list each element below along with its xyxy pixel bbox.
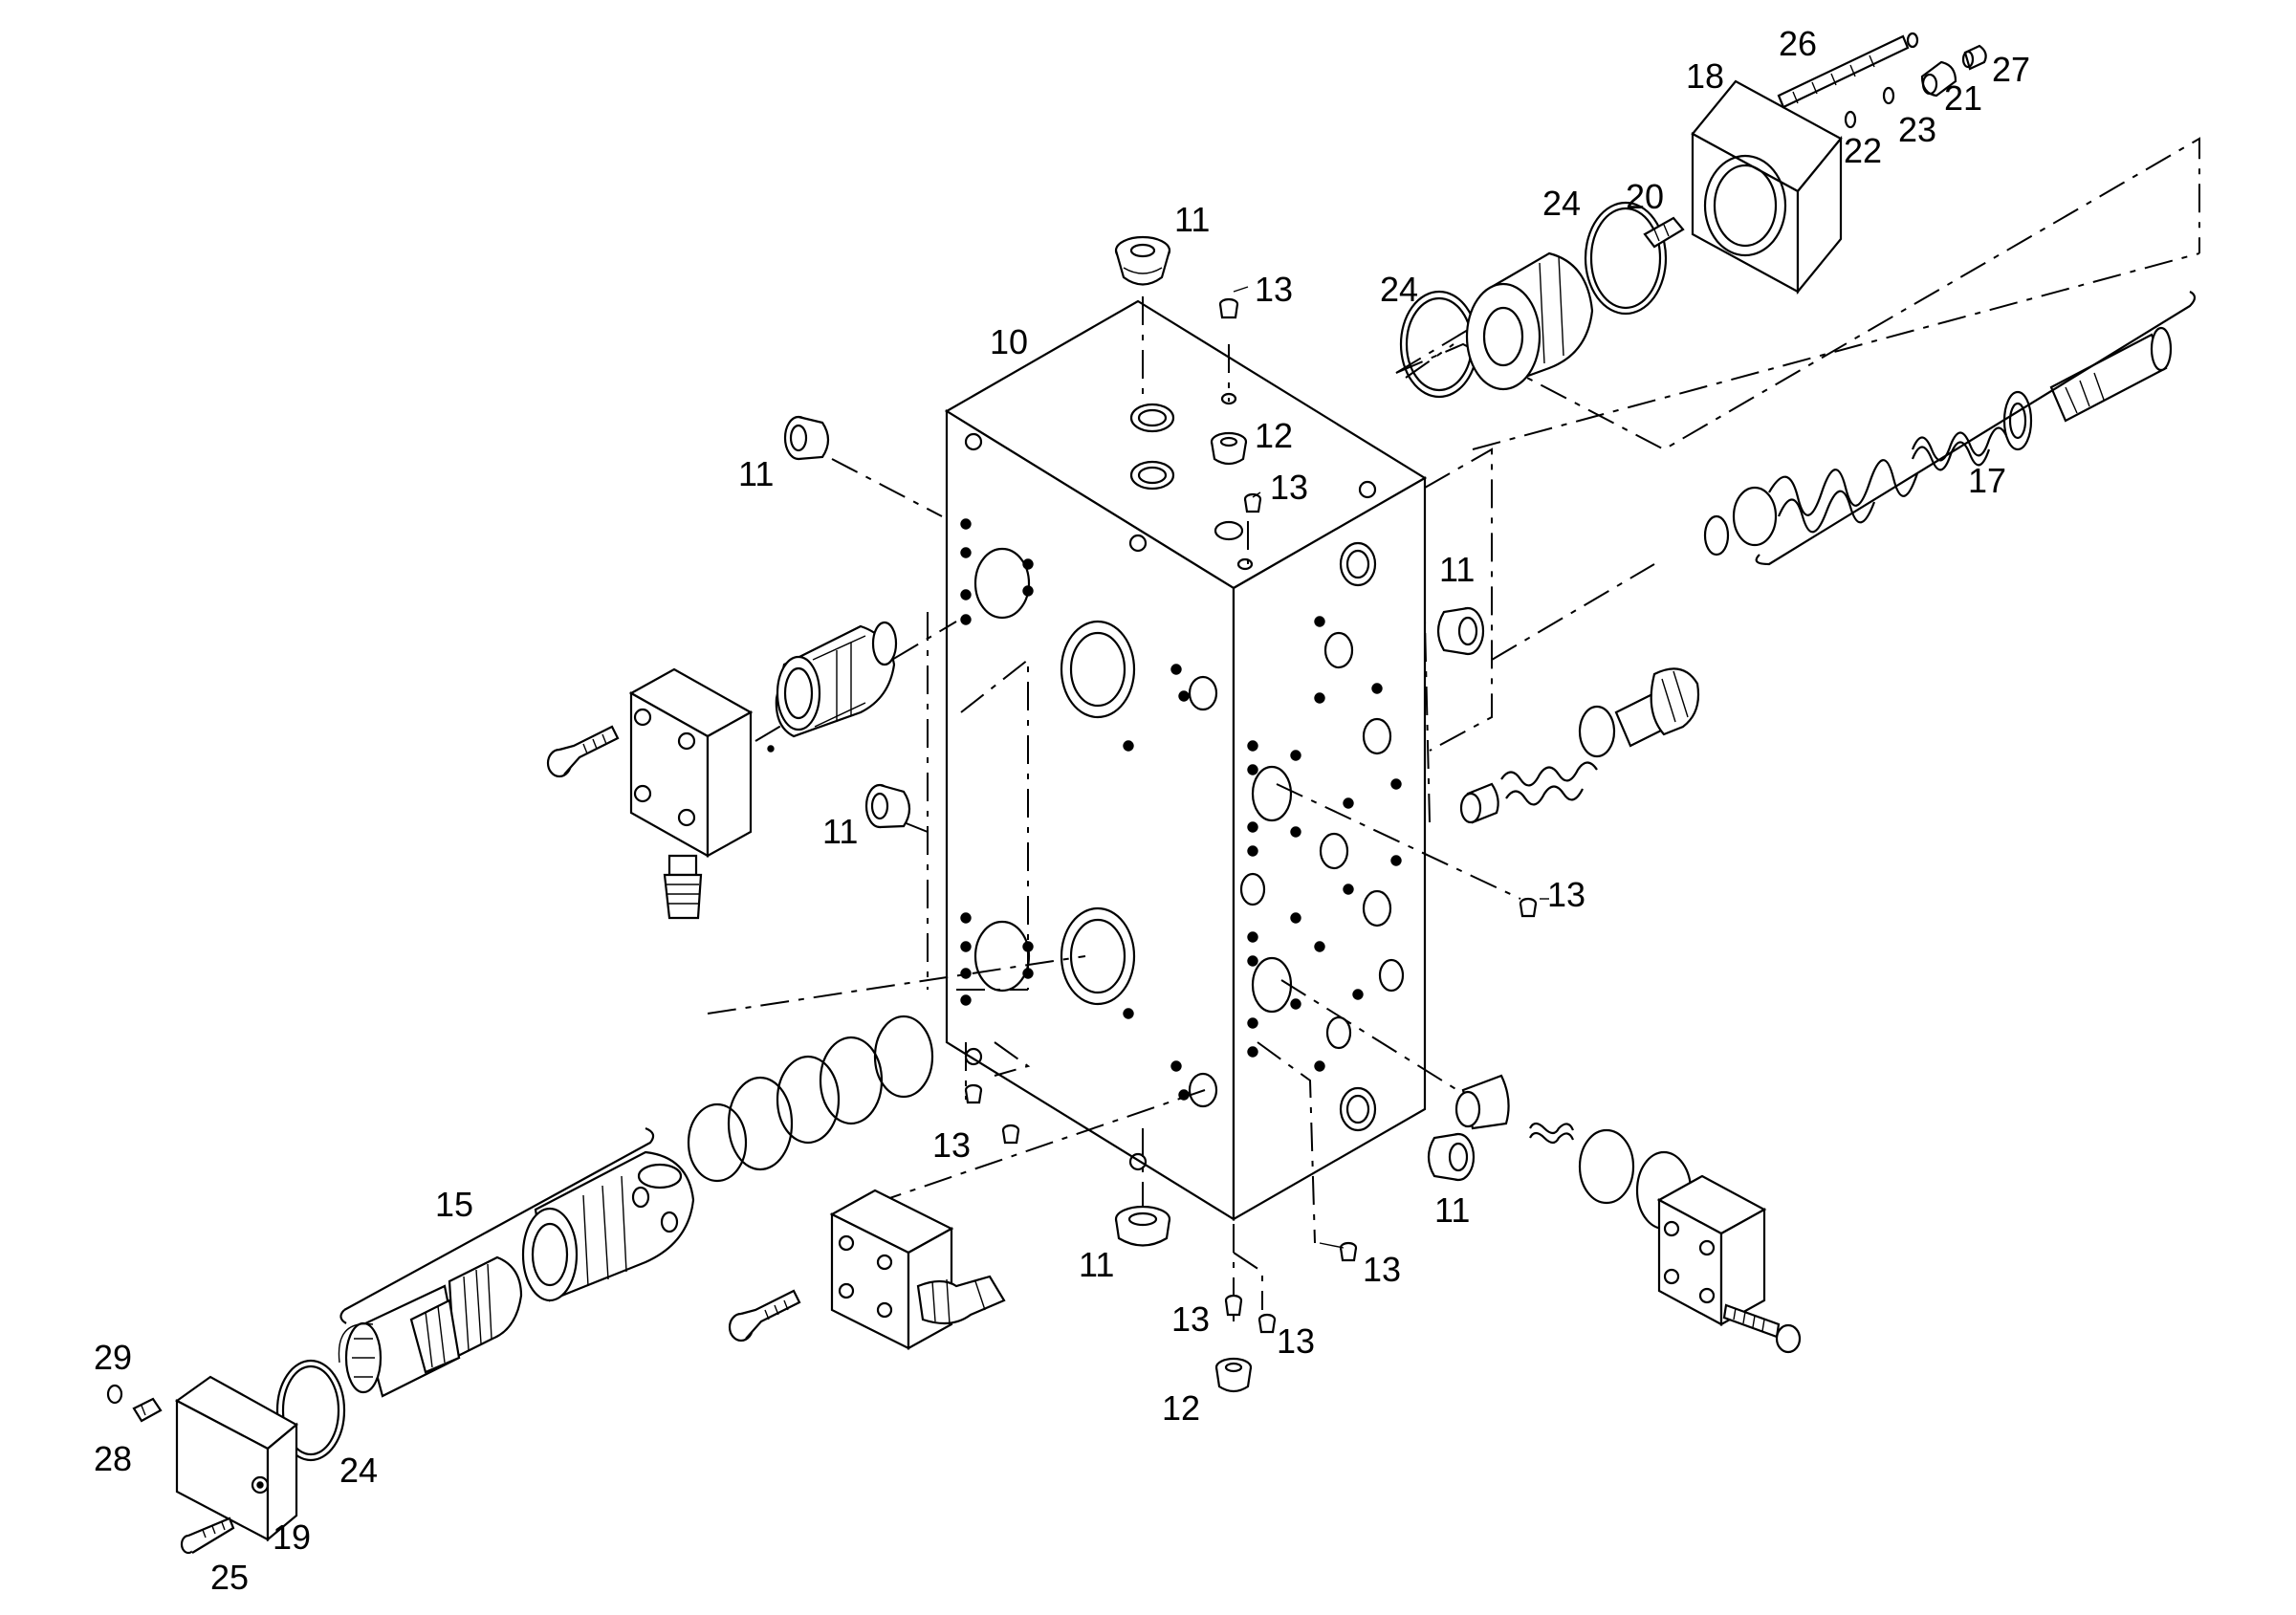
callout-12-top: 12: [1255, 416, 1293, 455]
callout-29: 29: [94, 1338, 132, 1377]
o-rings-left-lower: [687, 1015, 934, 1183]
screw-13-lower-left: [964, 1083, 1020, 1145]
callout-11-left-upper: 11: [738, 454, 774, 493]
callout-23: 23: [1898, 110, 1936, 149]
o-ring-24-lower: [275, 1359, 346, 1462]
screw-13-right-middle: [1519, 897, 1538, 918]
plug-11-bottom: [1114, 1205, 1171, 1247]
callout-12-bottom: 12: [1162, 1388, 1200, 1428]
screw-13-bottom: [1224, 1294, 1277, 1334]
relief-valve-right-middle: [1459, 667, 1700, 824]
fitting-lower-center: [916, 1275, 1006, 1325]
bolt-25: [180, 1517, 235, 1555]
assembly-centerlines: [707, 137, 2200, 1329]
plug-12-top: [1210, 431, 1248, 466]
callout-13-bottom-right: 13: [1277, 1321, 1315, 1361]
bolt-right-lower: [1722, 1303, 1802, 1354]
callout-24-lower: 24: [339, 1451, 378, 1490]
callout-11-bottom: 11: [1079, 1245, 1114, 1284]
bolt-lower-center: [728, 1289, 801, 1342]
cover-plate-left-upper: [628, 667, 754, 858]
cover-plate-lower-center: [829, 1189, 954, 1350]
callout-13-bottom-left: 13: [1171, 1299, 1210, 1339]
cover-plate-19: [174, 1375, 298, 1542]
plug-11-right-lower: [1427, 1132, 1476, 1182]
valve-block-body: [944, 299, 1428, 1221]
callout-25: 25: [210, 1558, 249, 1597]
cover-block-18: [1691, 79, 1843, 295]
callout-18: 18: [1686, 56, 1724, 96]
spool-assembly-15: [338, 1126, 695, 1398]
nut-29: [106, 1384, 123, 1405]
callout-13-upper: 13: [1270, 468, 1308, 507]
cover-plate-right-lower: [1656, 1174, 1767, 1326]
callout-13-right-middle: 13: [1547, 875, 1585, 914]
dowel-left-upper: [767, 745, 775, 753]
callout-10: 10: [990, 322, 1028, 361]
piston-24-upper: [1465, 251, 1594, 391]
screw-13-top: [1218, 297, 1239, 319]
callout-27: 27: [1992, 50, 2030, 89]
callout-11-right-lower: 11: [1434, 1190, 1470, 1230]
callout-15: 15: [435, 1185, 473, 1224]
callout-11-right-upper: 11: [1439, 550, 1475, 589]
plug-11-right-upper: [1436, 606, 1485, 656]
callout-13-right-lower: 13: [1363, 1250, 1401, 1289]
fitting-left-upper: [663, 854, 703, 920]
screw-20: [1643, 216, 1685, 249]
callout-11-left-middle: 11: [822, 812, 858, 851]
seal-22: [1844, 110, 1857, 129]
callout-13-lower-left: 13: [932, 1125, 971, 1165]
callout-20: 20: [1626, 177, 1664, 216]
screw-28: [132, 1397, 163, 1423]
cap-27: [1961, 44, 1987, 71]
o-ring-24-upper-right: [1584, 201, 1668, 316]
callout-28: 28: [94, 1439, 132, 1478]
callout-11-top: 11: [1174, 200, 1210, 239]
callout-24-upper-right: 24: [1542, 184, 1581, 223]
plug-11-left-middle: [864, 783, 911, 829]
callout-24-upper-left: 24: [1380, 270, 1418, 309]
plug-11-top: [1114, 235, 1171, 286]
callout-17: 17: [1968, 461, 2006, 500]
callout-13-top: 13: [1255, 270, 1293, 309]
bolt-left-upper: [546, 725, 620, 778]
washer-23: [1882, 86, 1895, 105]
cartridge-left-upper: [775, 621, 898, 738]
plug-12-bottom: [1214, 1357, 1253, 1393]
callout-19: 19: [273, 1517, 311, 1557]
screw-13-right-lower: [1339, 1241, 1358, 1262]
callout-26: 26: [1779, 24, 1817, 63]
relief-valve-right-lower: [1454, 1074, 1693, 1231]
leader-lines: [1233, 286, 1549, 1249]
spring-assembly-17: [1703, 291, 2197, 566]
callout-labels: 11 13 10 12 13 11 11 11 13 13 15 11 11 1…: [94, 24, 2030, 1597]
callout-21: 21: [1944, 78, 1982, 118]
nut-21: [1920, 60, 1957, 98]
plug-11-left-upper: [783, 415, 830, 461]
callout-22: 22: [1844, 131, 1882, 170]
screw-26: [1777, 32, 1919, 109]
screw-13-upper: [1243, 492, 1262, 513]
